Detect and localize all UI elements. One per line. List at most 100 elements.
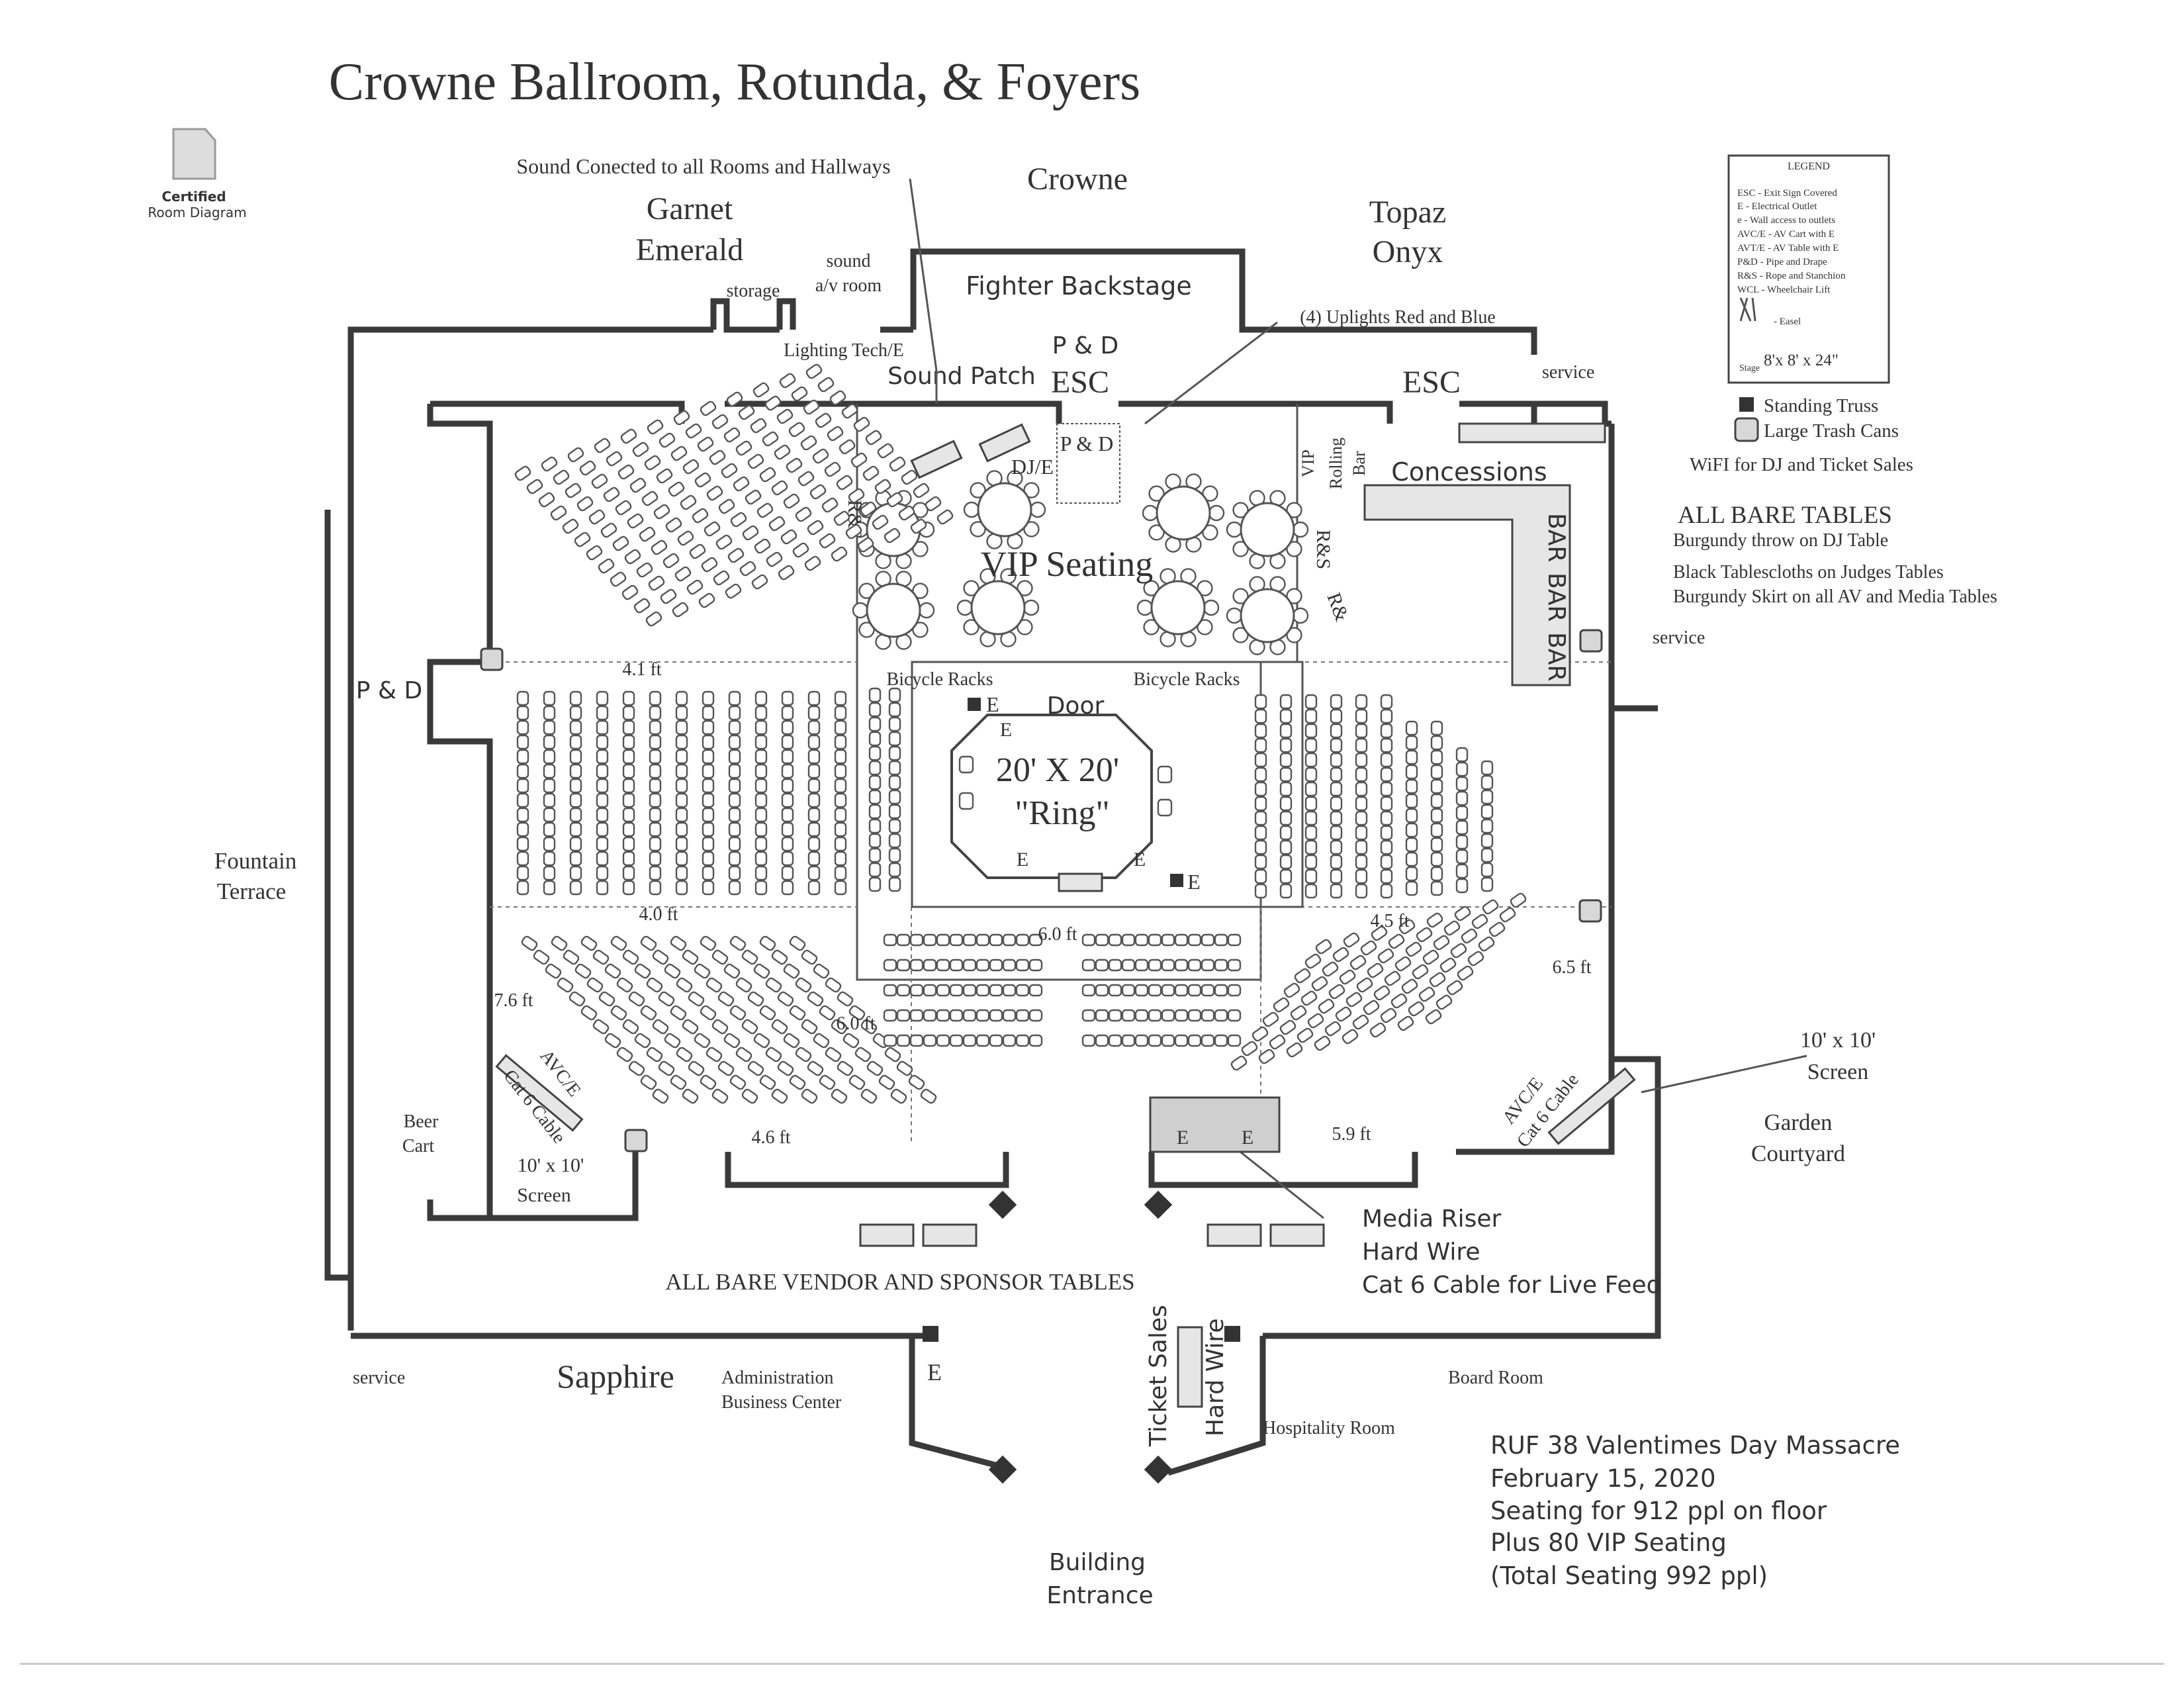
chair bbox=[632, 442, 649, 457]
chair bbox=[574, 532, 591, 547]
chair bbox=[726, 391, 743, 407]
chair bbox=[807, 880, 821, 896]
chair bbox=[896, 1034, 911, 1047]
chair bbox=[1455, 776, 1469, 792]
room-fountain-terrace: Fountain bbox=[214, 848, 296, 874]
chair bbox=[645, 611, 662, 627]
chair bbox=[1279, 883, 1293, 899]
event-name: RUF 38 Valentimes Day Massacre bbox=[1490, 1431, 1900, 1460]
chair bbox=[1332, 947, 1349, 962]
chair bbox=[1367, 962, 1384, 978]
chair bbox=[702, 836, 715, 852]
chair bbox=[610, 1005, 627, 1021]
chair bbox=[516, 807, 529, 823]
chair bbox=[1307, 1013, 1324, 1029]
standing-truss-icon bbox=[968, 698, 981, 711]
chair bbox=[1028, 1034, 1043, 1047]
beer-cart-label: Beer bbox=[404, 1111, 439, 1132]
bar-label: BAR bbox=[1543, 632, 1570, 681]
chair bbox=[709, 449, 726, 465]
chair bbox=[768, 516, 786, 532]
seat-row bbox=[1397, 899, 1499, 1031]
chair bbox=[516, 836, 529, 852]
chair bbox=[598, 991, 615, 1007]
chair bbox=[543, 865, 556, 881]
legend: LEGEND ESC - Exit Sign Covered E - Elect… bbox=[1727, 154, 1890, 384]
chair bbox=[739, 561, 756, 577]
chair bbox=[550, 505, 567, 521]
chair bbox=[728, 763, 741, 779]
table-top bbox=[1156, 485, 1211, 541]
seat-row bbox=[1081, 1034, 1242, 1047]
chair bbox=[673, 410, 690, 426]
chair bbox=[883, 1034, 897, 1047]
chair bbox=[1254, 854, 1267, 870]
chair bbox=[1304, 825, 1318, 841]
chair bbox=[1148, 959, 1162, 972]
chair bbox=[649, 734, 662, 750]
chair bbox=[1380, 752, 1393, 768]
chair bbox=[1405, 808, 1418, 823]
chair bbox=[1405, 837, 1418, 853]
room-fountain-terrace: Terrace bbox=[217, 878, 286, 904]
legend-item: ESC - Exit Sign Covered bbox=[1737, 188, 1837, 199]
trash-can-icon bbox=[1734, 417, 1759, 442]
chair bbox=[1304, 854, 1318, 870]
standing-truss-icon bbox=[1170, 874, 1183, 887]
bar-label: BAR bbox=[1543, 573, 1570, 622]
chair bbox=[1405, 941, 1422, 957]
chair bbox=[723, 963, 741, 979]
chair bbox=[646, 1047, 663, 1062]
chair bbox=[574, 963, 592, 979]
chair bbox=[1232, 627, 1249, 643]
chair bbox=[1328, 984, 1345, 1000]
chair bbox=[1174, 933, 1189, 947]
chair bbox=[1430, 764, 1443, 780]
chair bbox=[1482, 899, 1499, 915]
chair bbox=[1286, 1042, 1303, 1058]
document-icon bbox=[172, 128, 216, 180]
bicycle-racks-label: Bicycle Racks bbox=[887, 669, 993, 690]
seat-row bbox=[779, 373, 927, 534]
seat-row bbox=[1430, 720, 1443, 896]
chair bbox=[789, 935, 806, 951]
chair bbox=[1455, 863, 1469, 879]
chair bbox=[1254, 767, 1267, 782]
chair bbox=[883, 933, 897, 947]
chair bbox=[700, 1074, 717, 1090]
chair bbox=[783, 1033, 800, 1049]
chair bbox=[1304, 737, 1318, 753]
chair bbox=[1371, 925, 1388, 941]
chair bbox=[1380, 854, 1393, 870]
distance-label: 6.0 ft bbox=[836, 1013, 875, 1034]
legend-item: E - Electrical Outlet bbox=[1737, 201, 1817, 212]
chair bbox=[648, 575, 665, 591]
chair bbox=[1002, 1009, 1017, 1022]
chair bbox=[896, 959, 911, 972]
chair bbox=[1262, 1011, 1279, 1027]
chair bbox=[624, 549, 641, 565]
chair bbox=[872, 514, 889, 530]
chair bbox=[781, 749, 794, 765]
chair bbox=[596, 778, 609, 794]
chair bbox=[622, 763, 635, 779]
chair bbox=[733, 476, 750, 492]
chair bbox=[807, 705, 821, 721]
chair bbox=[1148, 485, 1165, 502]
chair bbox=[1148, 933, 1162, 947]
esc-label: ESC bbox=[1402, 365, 1461, 400]
key-trash: Large Trash Cans bbox=[1764, 420, 1899, 442]
chair bbox=[888, 833, 901, 849]
chair bbox=[1304, 694, 1318, 710]
chair bbox=[1208, 504, 1225, 522]
chair bbox=[795, 1047, 812, 1062]
chair bbox=[1430, 880, 1443, 896]
chair bbox=[1254, 883, 1267, 899]
lighting-tech-label: Lighting Tech/E bbox=[784, 340, 904, 361]
chair bbox=[833, 510, 850, 526]
chair bbox=[888, 760, 901, 776]
chair bbox=[858, 583, 875, 599]
chair bbox=[580, 935, 598, 951]
seat-row bbox=[596, 690, 609, 896]
chair bbox=[781, 778, 794, 794]
